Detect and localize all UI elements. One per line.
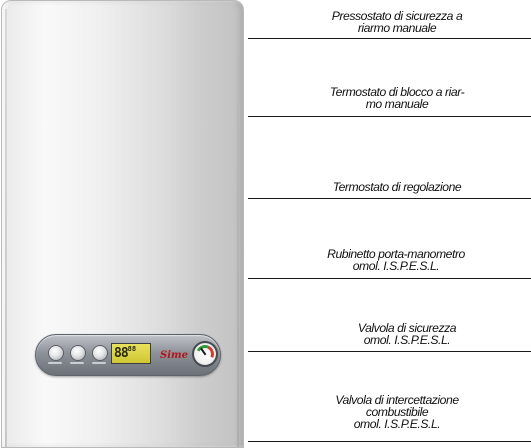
callout-6-line-1: Valvola di intercettazione [335, 393, 459, 407]
callout-line-6 [248, 441, 531, 442]
callout-4-line-2: omol. I.S.P.E.S.L. [352, 259, 440, 273]
callout-4-line-1: Rubinetto porta-manometro [327, 247, 465, 261]
pressure-gauge-icon [192, 341, 218, 367]
digital-display: 8888 [111, 343, 151, 364]
callout-1-line-1: Pressostato di sicurezza a [331, 9, 463, 23]
brand-logo: Sime [160, 350, 188, 361]
callout-label-termostato-regolazione: Termostato di regolazione [267, 181, 527, 193]
callout-3-line-1: Termostato di regolazione [332, 180, 462, 194]
callout-5-line-1: Valvola di sicurezza [357, 321, 457, 335]
callout-line-1 [248, 38, 531, 39]
control-panel: 8888 Sime [35, 334, 221, 376]
callout-line-2 [248, 116, 531, 117]
casing-right-edge [237, 9, 239, 447]
boiler-casing: 8888 Sime [1, 0, 244, 448]
knob-2-marker [70, 362, 84, 364]
control-knob-1[interactable] [48, 345, 64, 361]
callout-label-valvola-sicurezza: Valvola di sicurezza omol. I.S.P.E.S.L. [287, 322, 527, 346]
callout-line-5 [248, 351, 531, 352]
callout-label-rubinetto: Rubinetto porta-manometro omol. I.S.P.E.… [261, 248, 531, 272]
casing-left-edge [5, 9, 7, 447]
callout-5-line-2: omol. I.S.P.E.S.L. [363, 333, 451, 347]
knob-3-marker [92, 362, 106, 364]
knob-1-marker [48, 362, 62, 364]
callout-2-line-1: Termostato di blocco a riar- [329, 85, 465, 99]
callout-1-line-2: riarmo manuale [357, 21, 437, 35]
callout-6-line-3: omol. I.S.P.E.S.L. [353, 417, 441, 431]
callout-6-line-2: combustibile [365, 405, 429, 419]
callout-label-valvola-intercettazione: Valvola di intercettazione combustibile … [267, 394, 527, 430]
display-small-digits: 88 [127, 345, 137, 353]
control-knob-2[interactable] [70, 345, 86, 361]
callout-line-3 [248, 198, 531, 199]
callout-2-line-2: mo manuale [365, 97, 429, 111]
display-digits: 88 [114, 346, 129, 361]
callout-label-pressostato: Pressostato di sicurezza a riarmo manual… [267, 10, 527, 34]
callout-line-4 [248, 278, 531, 279]
control-knob-3[interactable] [92, 345, 108, 361]
callout-label-termostato-blocco: Termostato di blocco a riar- mo manuale [267, 86, 527, 110]
